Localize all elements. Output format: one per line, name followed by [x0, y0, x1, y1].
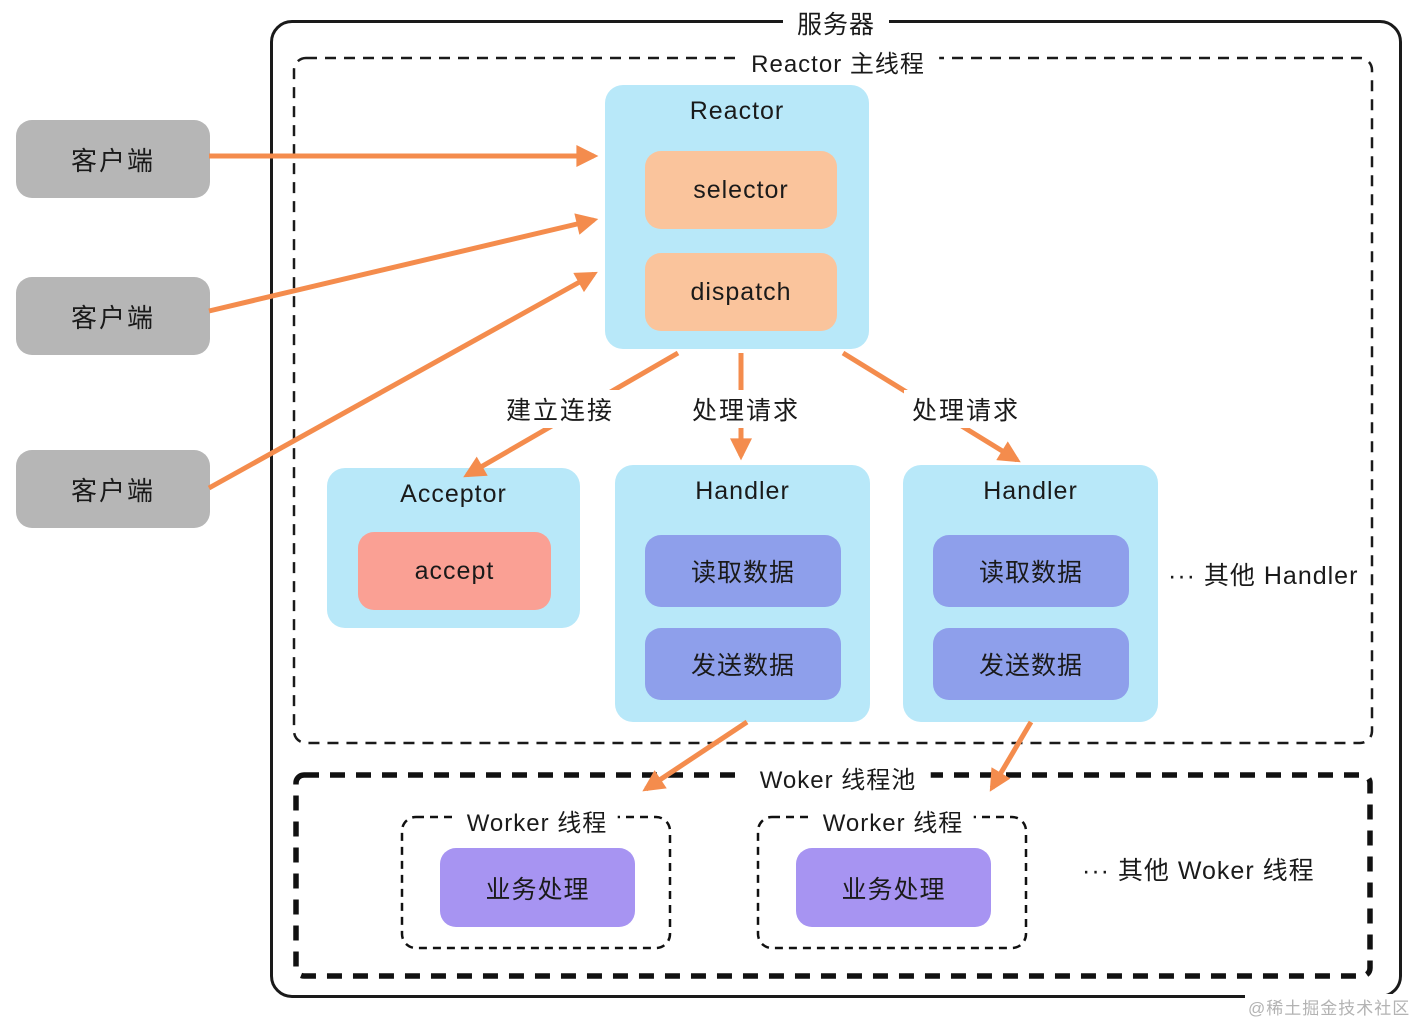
worker-pool-label: Woker 线程池: [745, 760, 931, 795]
read-data-box: 读取数据: [645, 535, 841, 607]
accept-box: accept: [358, 532, 551, 610]
business-processing-box-1: 业务处理: [440, 848, 635, 927]
reactor-title: Reactor: [689, 97, 785, 125]
handler-title: Handler: [695, 477, 790, 505]
watermark: @稀土掘金技术社区: [1245, 994, 1414, 1019]
client-box-3: 客户端: [16, 450, 210, 528]
selector-box: selector: [645, 151, 837, 229]
client-label: 客户端: [70, 302, 155, 333]
worker-thread-label-2: Worker 线程: [812, 803, 974, 838]
other-worker-note: ··· 其他 Woker 线程: [1082, 857, 1315, 885]
worker-thread-label-1: Worker 线程: [456, 803, 618, 838]
handler-node-1: Handler 读取数据 发送数据: [615, 465, 870, 722]
handler-title: Handler: [983, 477, 1078, 505]
send-data-box: 发送数据: [933, 628, 1129, 700]
edge-label-handle-request-2: 处理请求: [903, 390, 1029, 428]
edge-label-handle-request-1: 处理请求: [683, 390, 809, 428]
acceptor-title: Acceptor: [400, 480, 507, 508]
send-data-box: 发送数据: [645, 628, 841, 700]
client-box-2: 客户端: [16, 277, 210, 355]
server-box-label: 服务器: [782, 5, 890, 41]
business-processing-box-2: 业务处理: [796, 848, 991, 927]
other-handler-note: ··· 其他 Handler: [1168, 562, 1359, 590]
edge-label-establish-connection: 建立连接: [497, 390, 623, 428]
reactor-node: Reactor selector dispatch: [605, 85, 869, 349]
client-label: 客户端: [70, 145, 155, 176]
dispatch-box: dispatch: [645, 253, 837, 331]
client-label: 客户端: [70, 475, 155, 506]
client-box-1: 客户端: [16, 120, 210, 198]
read-data-box: 读取数据: [933, 535, 1129, 607]
reactor-thread-label: Reactor 主线程: [737, 44, 939, 79]
handler-node-2: Handler 读取数据 发送数据: [903, 465, 1158, 722]
acceptor-node: Acceptor accept: [327, 468, 580, 628]
